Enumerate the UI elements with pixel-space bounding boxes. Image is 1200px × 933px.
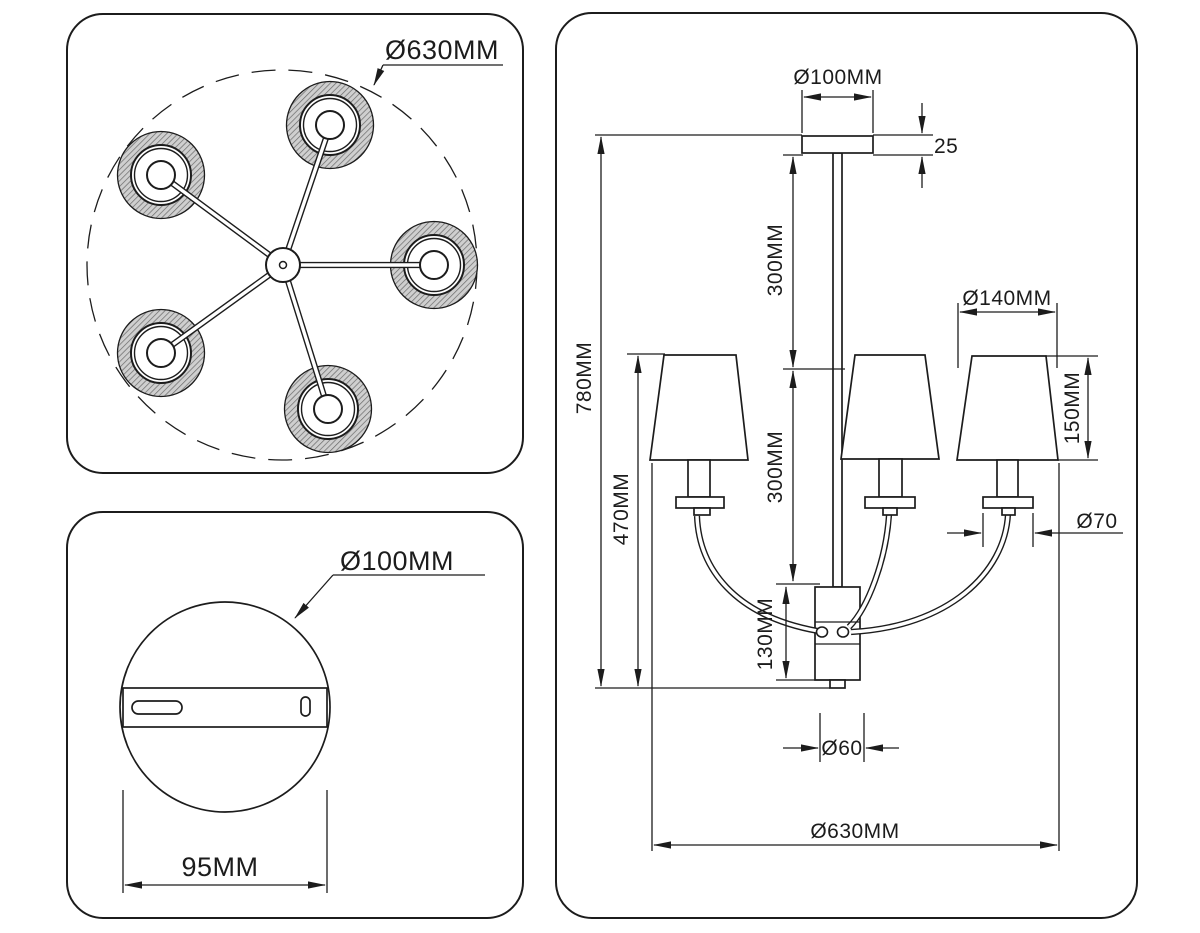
dim-body-diameter: Ø60 <box>783 713 899 762</box>
dim-label-body-diameter: Ø60 <box>821 737 862 760</box>
canopy-plate-circle <box>119 601 331 813</box>
mount-bracket <box>122 687 328 728</box>
lamp-right <box>956 355 1059 516</box>
candle-collar <box>982 496 1034 509</box>
dim-canopy-diameter: Ø100MM <box>793 66 882 133</box>
dim-label-shade-diameter: Ø140MM <box>962 287 1051 310</box>
panel-border <box>66 13 524 474</box>
lamp-middle <box>840 354 940 516</box>
dim-plate-width: 95MM <box>122 790 328 893</box>
dim-label-fixture-height: 470MM <box>610 473 633 546</box>
dim-label-mount-diameter: Ø100MM <box>340 546 454 576</box>
bottom-finial <box>829 679 846 689</box>
panel-border <box>66 511 524 919</box>
dim-label-top-view-diameter: Ø630MM <box>385 35 499 65</box>
candle-collar <box>864 496 916 509</box>
dim-label-overall-height: 780MM <box>573 342 596 415</box>
dim-label-upper-rod: 300MM <box>764 224 787 297</box>
candle-neck <box>693 507 711 516</box>
lampshade <box>840 354 940 460</box>
arms-top-view <box>170 137 420 397</box>
dim-shade-diameter: Ø140MM <box>957 287 1058 368</box>
panel-side-view: Ø100MM 25 780MM 470MM 300MM <box>555 12 1138 919</box>
socket-circles <box>146 110 449 424</box>
dim-overall-height: 780MM <box>573 134 830 689</box>
panel-mount-view: Ø100MM 95MM <box>66 511 524 919</box>
dim-label-canopy-thickness: 25 <box>934 135 958 158</box>
dim-label-collar-diameter: Ø70 <box>1076 510 1117 533</box>
dim-shade-height: 150MM <box>1045 355 1098 461</box>
dim-label-lower-rod: 300MM <box>764 431 787 504</box>
arm-socket-right <box>836 626 850 638</box>
lamp-left <box>649 354 749 516</box>
dim-top-view-diameter: Ø630MM <box>373 35 503 86</box>
candle-stem <box>996 459 1019 498</box>
dim-label-canopy-diameter: Ø100MM <box>793 66 882 89</box>
dim-fixture-height: 470MM <box>610 353 665 687</box>
panel-border <box>555 12 1138 919</box>
leader-arrow <box>294 574 334 619</box>
dim-body-height: 130MM <box>754 586 830 681</box>
dim-overall-width: Ø630MM <box>651 463 1060 851</box>
center-hub <box>265 247 301 283</box>
dim-lower-rod: 300MM <box>764 370 820 585</box>
ceiling-canopy <box>801 135 874 154</box>
dim-label-overall-width: Ø630MM <box>810 820 899 843</box>
candle-neck <box>1001 507 1016 516</box>
dim-collar-diameter: Ø70 <box>947 510 1123 547</box>
lampshade <box>956 355 1059 461</box>
bracket-slot-left <box>131 700 183 715</box>
leader-arrow <box>373 64 385 86</box>
lampshade <box>649 354 749 461</box>
hanging-rod <box>832 152 843 588</box>
panel-top-view: Ø630MM <box>66 13 524 474</box>
arm-socket-left <box>815 626 829 638</box>
dim-label-plate-width: 95MM <box>181 852 258 882</box>
candle-stem <box>878 458 903 498</box>
candle-stem <box>687 459 711 498</box>
dim-label-shade-height: 150MM <box>1061 372 1084 445</box>
dim-mount-diameter: Ø100MM <box>294 546 485 619</box>
bracket-slot-right <box>300 696 311 717</box>
candle-neck <box>882 507 898 516</box>
dim-label-body-height: 130MM <box>754 598 777 671</box>
fixture-side-view <box>649 135 1059 689</box>
candle-collar <box>675 496 725 509</box>
dim-canopy-thickness: 25 <box>873 103 958 188</box>
dim-upper-rod: 300MM <box>764 154 845 370</box>
